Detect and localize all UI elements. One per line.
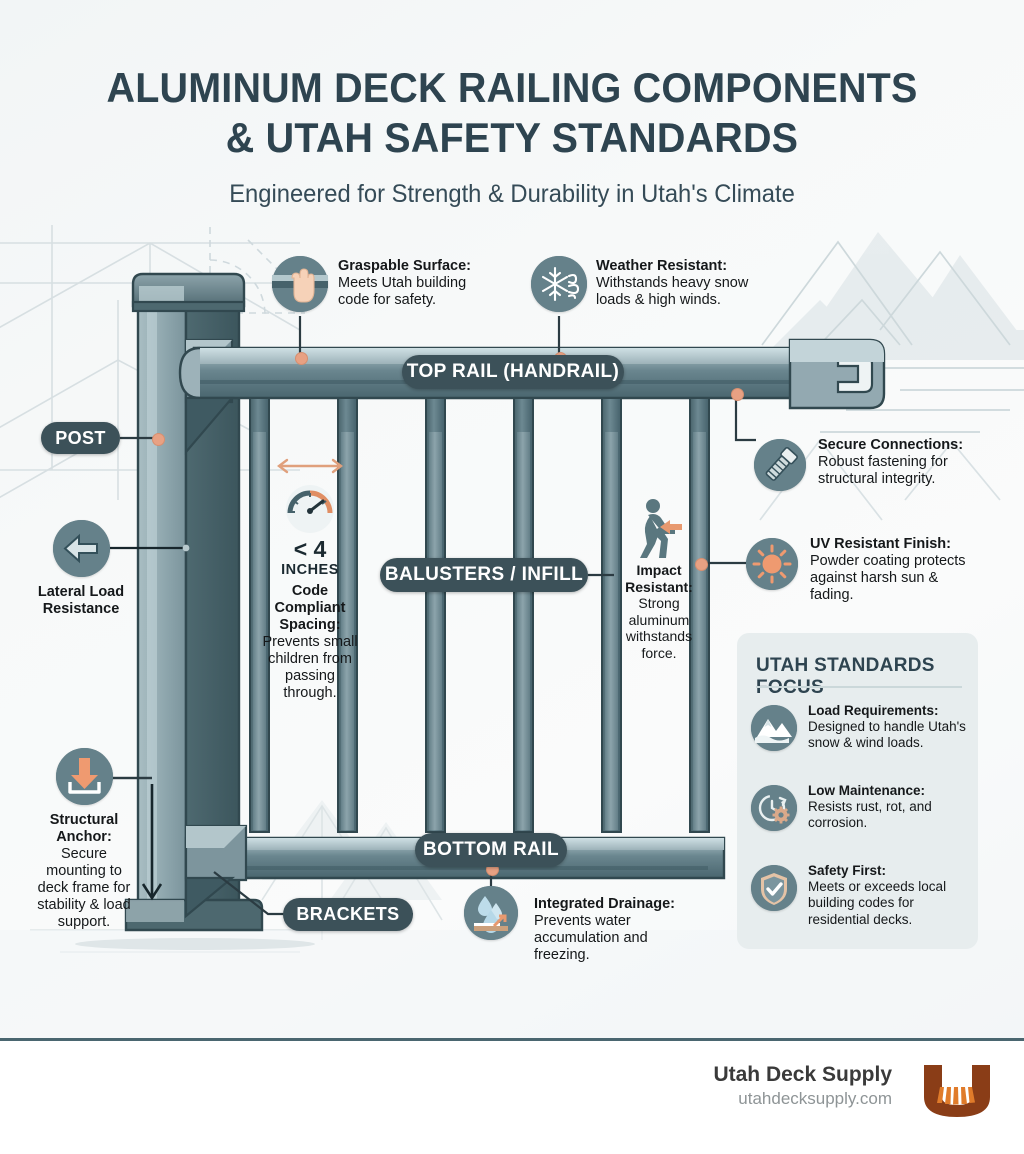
anchor-heading: Structural Anchor:	[49, 812, 119, 845]
spacing-unit: INCHES	[281, 562, 339, 578]
callout-drainage-heading: Integrated Drainage:	[534, 896, 675, 912]
callout-uv-heading: UV Resistant Finish:	[810, 536, 951, 552]
callout-lateral-load-resistance: Lateral Load Resistance	[35, 520, 127, 618]
callout-drainage-text: Integrated Drainage: Prevents water accu…	[534, 896, 694, 964]
person-pushing-icon	[630, 498, 688, 560]
panel-item-safety-body: Meets or exceeds local building codes fo…	[808, 879, 947, 927]
panel-item-maintenance-text: Low Maintenance: Resists rust, rot, and …	[808, 783, 976, 832]
callout-code-compliant-spacing: < 4 INCHES Code Compliant Spacing: Preve…	[258, 455, 362, 702]
label-balusters: BALUSTERS / INFILL	[380, 558, 588, 592]
bolt-screw-icon	[754, 439, 806, 491]
panel-divider	[756, 686, 962, 688]
panel-item-safety-heading: Safety First:	[808, 863, 887, 878]
panel-item-load-text: Load Requirements: Designed to handle Ut…	[808, 703, 976, 752]
page-title-line1: ALUMINUM DECK RAILING COMPONENTS	[106, 64, 918, 111]
leader-dot-secure	[731, 388, 744, 401]
callout-graspable-heading: Graspable Surface:	[338, 258, 471, 274]
page-title: ALUMINUM DECK RAILING COMPONENTS & UTAH …	[31, 63, 994, 163]
spacing-value: < 4	[293, 536, 327, 562]
leader-dot-graspable	[295, 352, 308, 365]
callout-uv-body: Powder coating protects against harsh su…	[810, 553, 966, 603]
callout-weather-body: Withstands heavy snow loads & high winds…	[596, 275, 749, 308]
shield-check-icon	[751, 865, 797, 911]
brand-block: Utah Deck Supply utahdecksupply.com	[562, 1062, 892, 1110]
spacing-body: Prevents small children from passing thr…	[262, 634, 358, 701]
label-brackets: BRACKETS	[283, 898, 413, 931]
callout-graspable-body: Meets Utah building code for safety.	[338, 275, 467, 308]
panel-title: UTAH STANDARDS FOCUS	[756, 655, 935, 698]
mountain-icon	[751, 705, 797, 751]
impact-body: Strong aluminum withstands force.	[625, 595, 693, 661]
anchor-text: Structural Anchor: Secure mounting to de…	[32, 812, 136, 931]
panel-item-load-body: Designed to handle Utah's snow & wind lo…	[808, 719, 966, 751]
down-arrow-anchor-icon	[55, 748, 113, 805]
gauge-icon	[282, 479, 338, 535]
label-top-rail: TOP RAIL (HANDRAIL)	[402, 355, 624, 389]
left-arrow-icon	[52, 520, 110, 577]
impact-heading: Impact Resistant:	[625, 562, 693, 595]
panel-item-maintenance-body: Resists rust, rot, and corrosion.	[808, 799, 932, 831]
callout-uv-text: UV Resistant Finish: Powder coating prot…	[810, 536, 975, 604]
panel-item-safety-text: Safety First: Meets or exceeds local bui…	[808, 863, 976, 928]
impact-text: Impact Resistant: Strong aluminum withst…	[613, 562, 705, 662]
panel-item-load-heading: Load Requirements:	[808, 703, 939, 718]
spacing-heading: Code Compliant Spacing:	[274, 583, 346, 633]
callout-drainage-body: Prevents water accumulation and freezing…	[534, 913, 648, 963]
footer	[0, 1041, 1024, 1154]
water-drops-icon	[464, 886, 518, 940]
page-title-line2: & UTAH SAFETY STANDARDS	[225, 114, 799, 161]
callout-secure-text: Secure Connections: Robust fastening for…	[818, 437, 988, 488]
hand-on-rail-icon	[272, 256, 328, 312]
callout-secure-heading: Secure Connections:	[818, 437, 964, 453]
snowflake-wind-icon	[531, 256, 587, 312]
diagram-canvas: ALUMINUM DECK RAILING COMPONENTS & UTAH …	[0, 0, 1024, 1038]
panel-item-maintenance-heading: Low Maintenance:	[808, 783, 926, 798]
callout-impact-resistant: Impact Resistant: Strong aluminum withst…	[613, 498, 705, 662]
spacing-text: Code Compliant Spacing: Prevents small c…	[258, 583, 362, 702]
leader-dot-post	[152, 433, 165, 446]
leader-dot-uv	[695, 558, 708, 571]
brand-name: Utah Deck Supply	[713, 1063, 892, 1086]
sun-icon	[746, 538, 798, 590]
page-subtitle: Engineered for Strength & Durability in …	[229, 180, 795, 208]
spacing-dimension-arrow	[258, 455, 362, 477]
footer-divider	[0, 1038, 1024, 1041]
callout-weather-text: Weather Resistant: Withstands heavy snow…	[596, 258, 756, 309]
clock-gear-icon	[751, 785, 797, 831]
callout-secure-body: Robust fastening for structural integrit…	[818, 454, 948, 487]
brand-url[interactable]: utahdecksupply.com	[738, 1089, 892, 1108]
utah-standards-panel: UTAH STANDARDS FOCUS Load Requirements: …	[737, 633, 978, 949]
callout-graspable-text: Graspable Surface: Meets Utah building c…	[338, 258, 488, 309]
lateral-load-label: Lateral Load Resistance	[37, 584, 125, 617]
callout-weather-heading: Weather Resistant:	[596, 258, 728, 274]
deck-u-logo	[920, 1063, 994, 1119]
label-bottom-rail: BOTTOM RAIL	[415, 833, 567, 867]
label-post: POST	[41, 422, 120, 454]
callout-structural-anchor: Structural Anchor: Secure mounting to de…	[32, 748, 136, 931]
anchor-body: Secure mounting to deck frame for stabil…	[37, 846, 131, 930]
